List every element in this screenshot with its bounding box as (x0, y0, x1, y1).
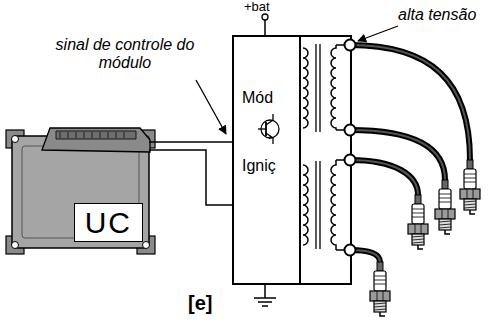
high-voltage-label: alta tensão (398, 6, 476, 24)
module-label: Mód (242, 89, 273, 107)
ht-leader (358, 26, 398, 41)
signal-wire (149, 150, 232, 205)
ht-cables (350, 45, 470, 262)
ecu-box: UC (12, 136, 149, 248)
ecu-label: UC (74, 203, 143, 242)
signal-leader (196, 80, 226, 134)
ecu-connector (42, 128, 150, 152)
supply-label: +bat (244, 0, 270, 14)
ignition-module: MódIgniç (232, 35, 352, 285)
figure-caption: [e] (188, 292, 212, 314)
ignition-module-internals (232, 35, 352, 285)
signal-wire (149, 141, 232, 143)
spark-plugs (370, 160, 480, 316)
signal-label: sinal de controle do módulo (50, 36, 200, 71)
module-label: Igniç (242, 157, 276, 175)
